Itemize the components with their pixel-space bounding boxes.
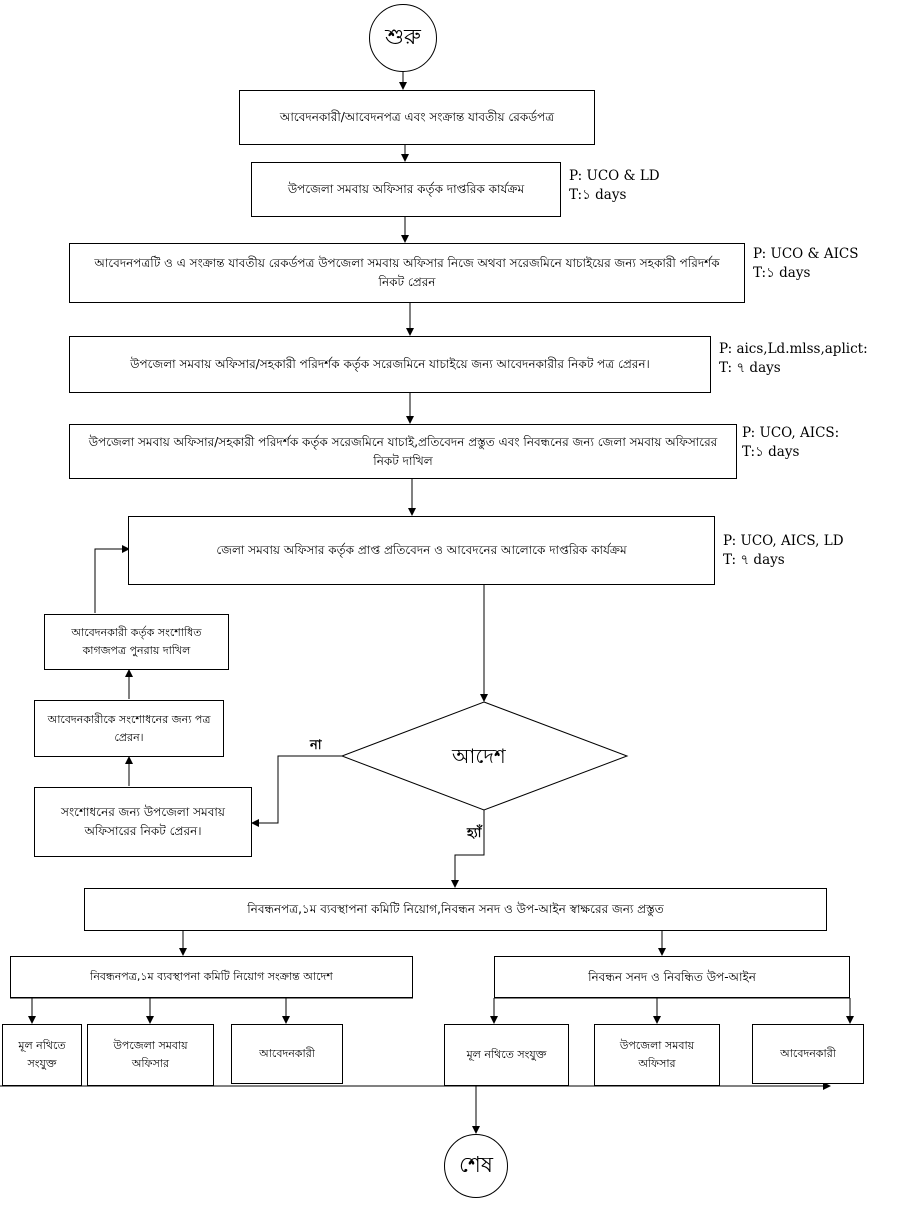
note-time: T:১ days (753, 264, 811, 281)
correction-resubmit-box: আবেদনকারী কর্তৃক সংশোধিত কাগজপত্র পুনরায… (44, 614, 229, 670)
left-branch-box: নিবন্ধনপত্র,১ম ব্যবস্থাপনা কমিটি নিয়োগ … (10, 956, 413, 998)
right-branch-box: নিবন্ধন সনদ ও নিবন্ধিত উপ-আইন (494, 956, 850, 998)
step-5-box: উপজেলা সমবায় অফিসার/সহকারী পরিদর্শক কর্… (69, 424, 737, 479)
correction-send-box: সংশোধনের জন্য উপজেলা সমবায় অফিসারের নিক… (34, 787, 252, 857)
correction-resubmit-text: আবেদনকারী কর্তৃক সংশোধিত কাগজপত্র পুনরায… (71, 626, 202, 657)
note-person: P: UCO & LD (569, 168, 660, 184)
end-node: শেষ (444, 1134, 508, 1198)
left-item-officer: উপজেলা সমবায় অফিসার (87, 1024, 214, 1086)
right-item-applicant-text: আবেদনকারী (780, 1047, 836, 1061)
left-item-file: মূল নথিতে সংযুক্ত (2, 1024, 82, 1086)
correction-send-text: সংশোধনের জন্য উপজেলা সমবায় অফিসারের নিক… (61, 805, 225, 838)
decision-label: আদেশ (452, 744, 506, 768)
start-label: শুরু (385, 24, 421, 50)
note-step-2: P: UCO & LD T:১ days (569, 167, 660, 205)
left-item-officer-text: উপজেলা সমবায় অফিসার (113, 1039, 188, 1070)
prepare-text: নিবন্ধনপত্র,১ম ব্যবস্থাপনা কমিটি নিয়োগ,… (247, 902, 664, 917)
step-3-box: আবেদনপত্রটি ও এ সংক্রান্ত যাবতীয় রেকর্ড… (69, 243, 745, 303)
note-person: P: UCO, AICS: (742, 425, 840, 441)
note-time: T:১ days (569, 186, 627, 203)
right-item-applicant: আবেদনকারী (752, 1024, 864, 1084)
note-step-6: P: UCO, AICS, LD T: ৭ days (723, 532, 844, 570)
right-item-file: মূল নথিতে সংযুক্ত (444, 1024, 569, 1086)
end-label: শেষ (458, 1152, 494, 1178)
step-2-box: উপজেলা সমবায় অফিসার কর্তৃক দাপ্তরিক কার… (251, 162, 561, 217)
right-item-file-text: মূল নথিতে সংযুক্ত (466, 1048, 547, 1062)
step-4-text: উপজেলা সমবায় অফিসার/সহকারী পরিদর্শক কর্… (130, 357, 650, 372)
step-1-text: আবেদনকারী/আবেদনপত্র এবং সংক্রান্ত যাবতীয… (279, 110, 555, 125)
prepare-box: নিবন্ধনপত্র,১ম ব্যবস্থাপনা কমিটি নিয়োগ,… (84, 888, 827, 931)
note-time: T: ৭ days (723, 551, 785, 568)
note-person: P: aics,Ld.mlss,aplict: (719, 341, 868, 357)
note-step-4: P: aics,Ld.mlss,aplict: T: ৭ days (719, 340, 868, 378)
left-item-applicant-text: আবেদনকারী (259, 1047, 315, 1061)
left-item-applicant: আবেদনকারী (231, 1024, 343, 1084)
step-2-text: উপজেলা সমবায় অফিসার কর্তৃক দাপ্তরিক কার… (287, 182, 525, 197)
right-item-officer: উপজেলা সমবায় অফিসার (594, 1024, 720, 1086)
step-6-box: জেলা সমবায় অফিসার কর্তৃক প্রাপ্ত প্রতিব… (128, 516, 715, 585)
note-step-3: P: UCO & AICS T:১ days (753, 245, 858, 283)
left-item-file-text: মূল নথিতে সংযুক্ত (18, 1039, 66, 1070)
step-6-text: জেলা সমবায় অফিসার কর্তৃক প্রাপ্ত প্রতিব… (216, 543, 627, 558)
start-node: শুরু (369, 4, 437, 72)
correction-letter-text: আবেদনকারীকে সংশোধনের জন্য পত্র প্রেরন। (47, 712, 211, 744)
note-time: T:১ days (742, 443, 800, 460)
step-4-box: উপজেলা সমবায় অফিসার/সহকারী পরিদর্শক কর্… (69, 336, 711, 393)
note-person: P: UCO & AICS (753, 246, 859, 262)
note-time: T: ৭ days (719, 359, 781, 376)
decision-yes-label: হ্যাঁ (467, 826, 482, 841)
left-branch-title: নিবন্ধনপত্র,১ম ব্যবস্থাপনা কমিটি নিয়োগ … (90, 970, 333, 984)
decision-no-label: না (310, 738, 322, 753)
right-branch-title: নিবন্ধন সনদ ও নিবন্ধিত উপ-আইন (588, 969, 756, 984)
note-step-5: P: UCO, AICS: T:১ days (742, 424, 839, 462)
step-3-text: আবেদনপত্রটি ও এ সংক্রান্ত যাবতীয় রেকর্ড… (94, 256, 720, 289)
step-1-box: আবেদনকারী/আবেদনপত্র এবং সংক্রান্ত যাবতীয… (239, 90, 595, 145)
right-item-officer-text: উপজেলা সমবায় অফিসার (619, 1039, 695, 1070)
note-person: P: UCO, AICS, LD (723, 533, 844, 549)
step-5-text: উপজেলা সমবায় অফিসার/সহকারী পরিদর্শক কর্… (88, 434, 718, 468)
correction-letter-box: আবেদনকারীকে সংশোধনের জন্য পত্র প্রেরন। (34, 700, 224, 757)
